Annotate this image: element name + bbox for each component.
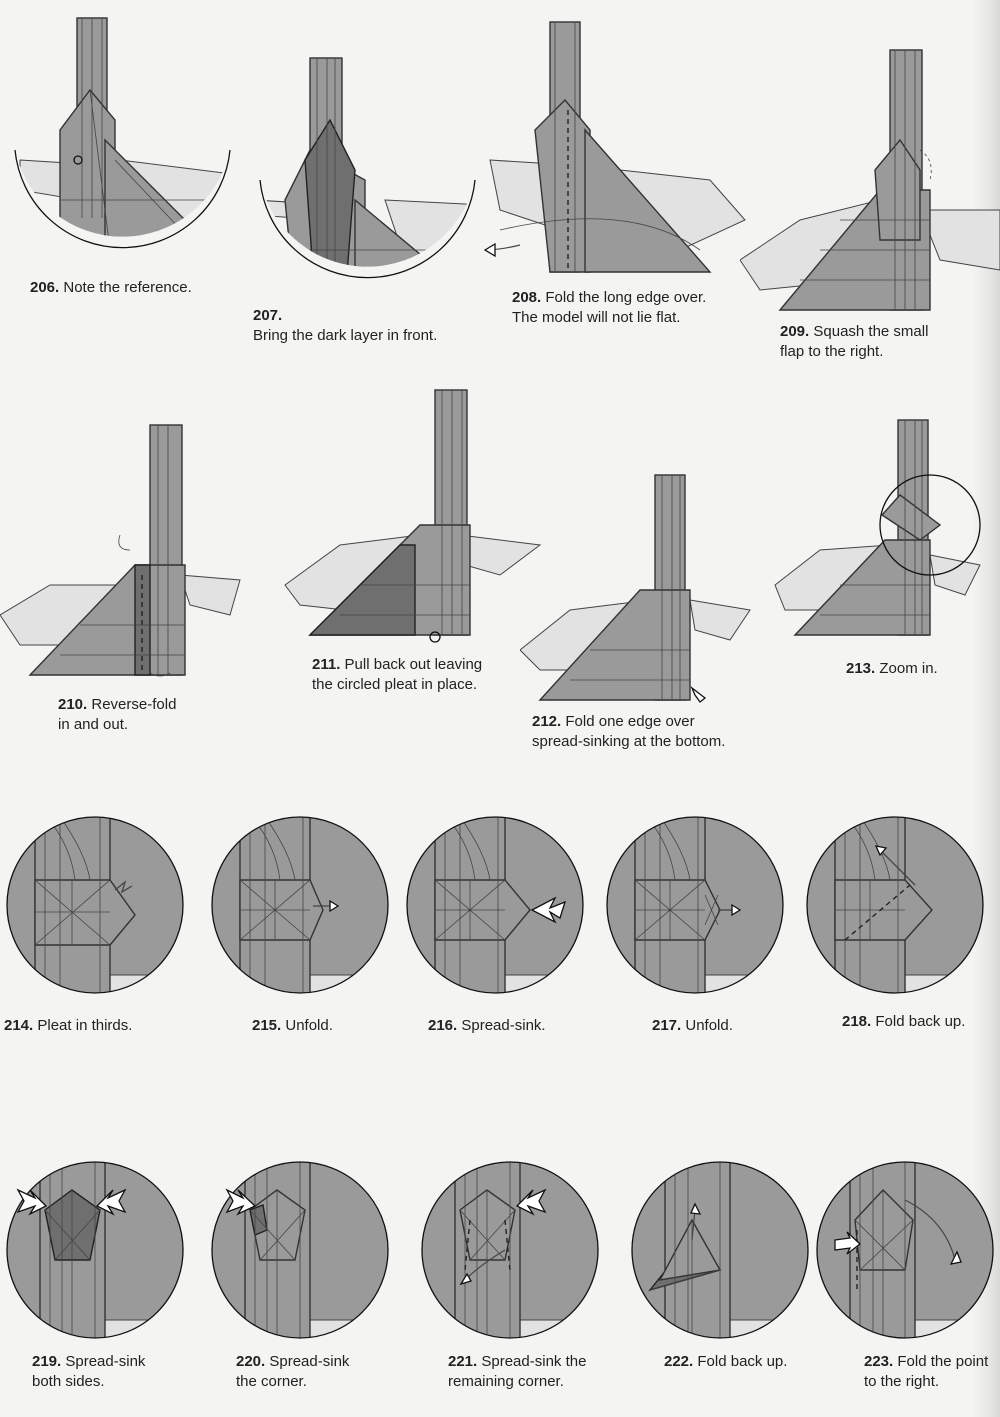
step-211-text-2: the circled pleat in place. [312, 676, 478, 693]
step-223 [805, 1150, 995, 1350]
step-216 [400, 810, 600, 1010]
step-222-text: Fold back up. [697, 1353, 788, 1370]
step-208-diagram [483, 21, 746, 273]
step-208-number: 208. [512, 289, 542, 306]
step-212-diagram [520, 474, 751, 703]
step-212-caption: 212. Fold one edge over spread-sinking a… [532, 712, 725, 752]
step-218-text: Fold back up. [875, 1013, 966, 1030]
step-211: 211. Pull back out leaving the circled p… [280, 385, 550, 705]
step-209-diagram [740, 49, 1000, 311]
step-209-text-1: Squash the small [813, 323, 929, 340]
step-208: 208. Fold the long edge over. The model … [480, 0, 760, 340]
step-213: 213. Zoom in. [770, 415, 990, 685]
step-221-caption: 221. Spread-sink the remaining corner. [448, 1352, 586, 1392]
step-219-number: 219. [32, 1353, 62, 1370]
step-214 [0, 810, 200, 1040]
step-211-number: 211. [312, 656, 341, 673]
step-209-number: 209. [780, 323, 810, 340]
step-216-diagram [406, 816, 584, 994]
step-219-diagram [6, 1161, 184, 1339]
step-210-text-1: Reverse-fold [91, 696, 177, 713]
step-220-text-1: Spread-sink [269, 1353, 350, 1370]
step-223-caption: 223. Fold the point to the right. [864, 1352, 988, 1392]
step-214-caption: 214. Pleat in thirds. [4, 1016, 132, 1036]
step-216-caption: 216. Spread-sink. [428, 1016, 546, 1036]
step-221-text-1: Spread-sink the [481, 1353, 587, 1370]
step-209-text-2: flap to the right. [780, 343, 884, 360]
step-223-text-1: Fold the point [897, 1353, 989, 1370]
step-218 [800, 810, 995, 1010]
step-212-text-2: spread-sinking at the bottom. [532, 733, 726, 750]
step-221-diagram [421, 1161, 599, 1339]
step-207: 207. Bring the dark layer in front. [245, 0, 495, 350]
step-222 [620, 1150, 820, 1350]
step-215-text: Unfold. [285, 1017, 333, 1034]
step-206-text: Note the reference. [63, 279, 192, 296]
step-218-caption: 218. Fold back up. [842, 1012, 965, 1032]
step-223-text-2: to the right. [864, 1373, 940, 1390]
step-213-number: 213. [846, 660, 876, 677]
step-206: 206. Note the reference. [0, 0, 240, 300]
step-215 [205, 810, 400, 1010]
step-218-number: 218. [842, 1013, 872, 1030]
step-210-diagram [0, 424, 241, 677]
step-217-caption: 217. Unfold. [652, 1016, 733, 1036]
step-217 [600, 810, 800, 1010]
step-211-text-1: Pull back out leaving [344, 656, 483, 673]
step-207-text: Bring the dark layer in front. [253, 327, 438, 344]
step-216-text: Spread-sink. [461, 1017, 546, 1034]
step-215-diagram [211, 816, 389, 994]
step-217-number: 217. [652, 1017, 682, 1034]
step-207-caption: 207. Bring the dark layer in front. [253, 306, 437, 346]
step-218-diagram [806, 816, 984, 994]
step-219 [0, 1150, 200, 1350]
step-206-number: 206. [30, 279, 60, 296]
step-217-diagram [606, 816, 784, 994]
step-207-number: 207. [253, 307, 283, 324]
step-222-number: 222. [664, 1353, 694, 1370]
step-217-text: Unfold. [685, 1017, 733, 1034]
step-212-text-1: Fold one edge over [565, 713, 695, 730]
step-208-text-1: Fold the long edge over. [545, 289, 707, 306]
step-220-diagram [211, 1161, 389, 1339]
step-219-caption: 219. Spread-sink both sides. [32, 1352, 145, 1392]
step-209-caption: 209. Squash the small flap to the right. [780, 322, 928, 362]
step-206-diagram [14, 17, 231, 249]
step-212-number: 212. [532, 713, 562, 730]
step-216-number: 216. [428, 1017, 458, 1034]
step-213-caption: 213. Zoom in. [846, 659, 938, 679]
step-219-text-1: Spread-sink [65, 1353, 146, 1370]
step-210-text-2: in and out. [58, 716, 129, 733]
step-210: 210. Reverse-fold in and out. [0, 415, 260, 745]
step-210-number: 210. [58, 696, 88, 713]
step-211-caption: 211. Pull back out leaving the circled p… [312, 655, 482, 695]
step-212: 212. Fold one edge over spread-sinking a… [520, 470, 770, 760]
step-211-diagram [284, 389, 542, 643]
step-214-diagram [6, 816, 184, 994]
step-222-caption: 222. Fold back up. [664, 1352, 787, 1372]
step-221 [415, 1150, 615, 1350]
step-208-text-2: The model will not lie flat. [512, 309, 681, 326]
step-215-number: 215. [252, 1017, 282, 1034]
step-207-diagram [259, 57, 476, 279]
step-221-number: 221. [448, 1353, 478, 1370]
step-219-text-2: both sides. [32, 1373, 105, 1390]
step-220-number: 220. [236, 1353, 266, 1370]
step-220-text-2: the corner. [236, 1373, 307, 1390]
step-210-caption: 210. Reverse-fold in and out. [58, 695, 176, 735]
step-223-diagram [816, 1161, 994, 1339]
step-220-caption: 220. Spread-sink the corner. [236, 1352, 349, 1392]
step-214-number: 214. [4, 1017, 34, 1034]
step-220 [205, 1150, 400, 1350]
step-206-caption: 206. Note the reference. [30, 278, 192, 298]
step-215-caption: 215. Unfold. [252, 1016, 333, 1036]
step-213-text: Zoom in. [879, 660, 938, 677]
step-208-caption: 208. Fold the long edge over. The model … [512, 288, 706, 328]
step-221-text-2: remaining corner. [448, 1373, 564, 1390]
step-209: 209. Squash the small flap to the right. [740, 0, 1000, 370]
step-214-text: Pleat in thirds. [37, 1017, 133, 1034]
step-223-number: 223. [864, 1353, 894, 1370]
step-222-diagram [631, 1161, 809, 1339]
step-213-diagram [774, 419, 981, 636]
